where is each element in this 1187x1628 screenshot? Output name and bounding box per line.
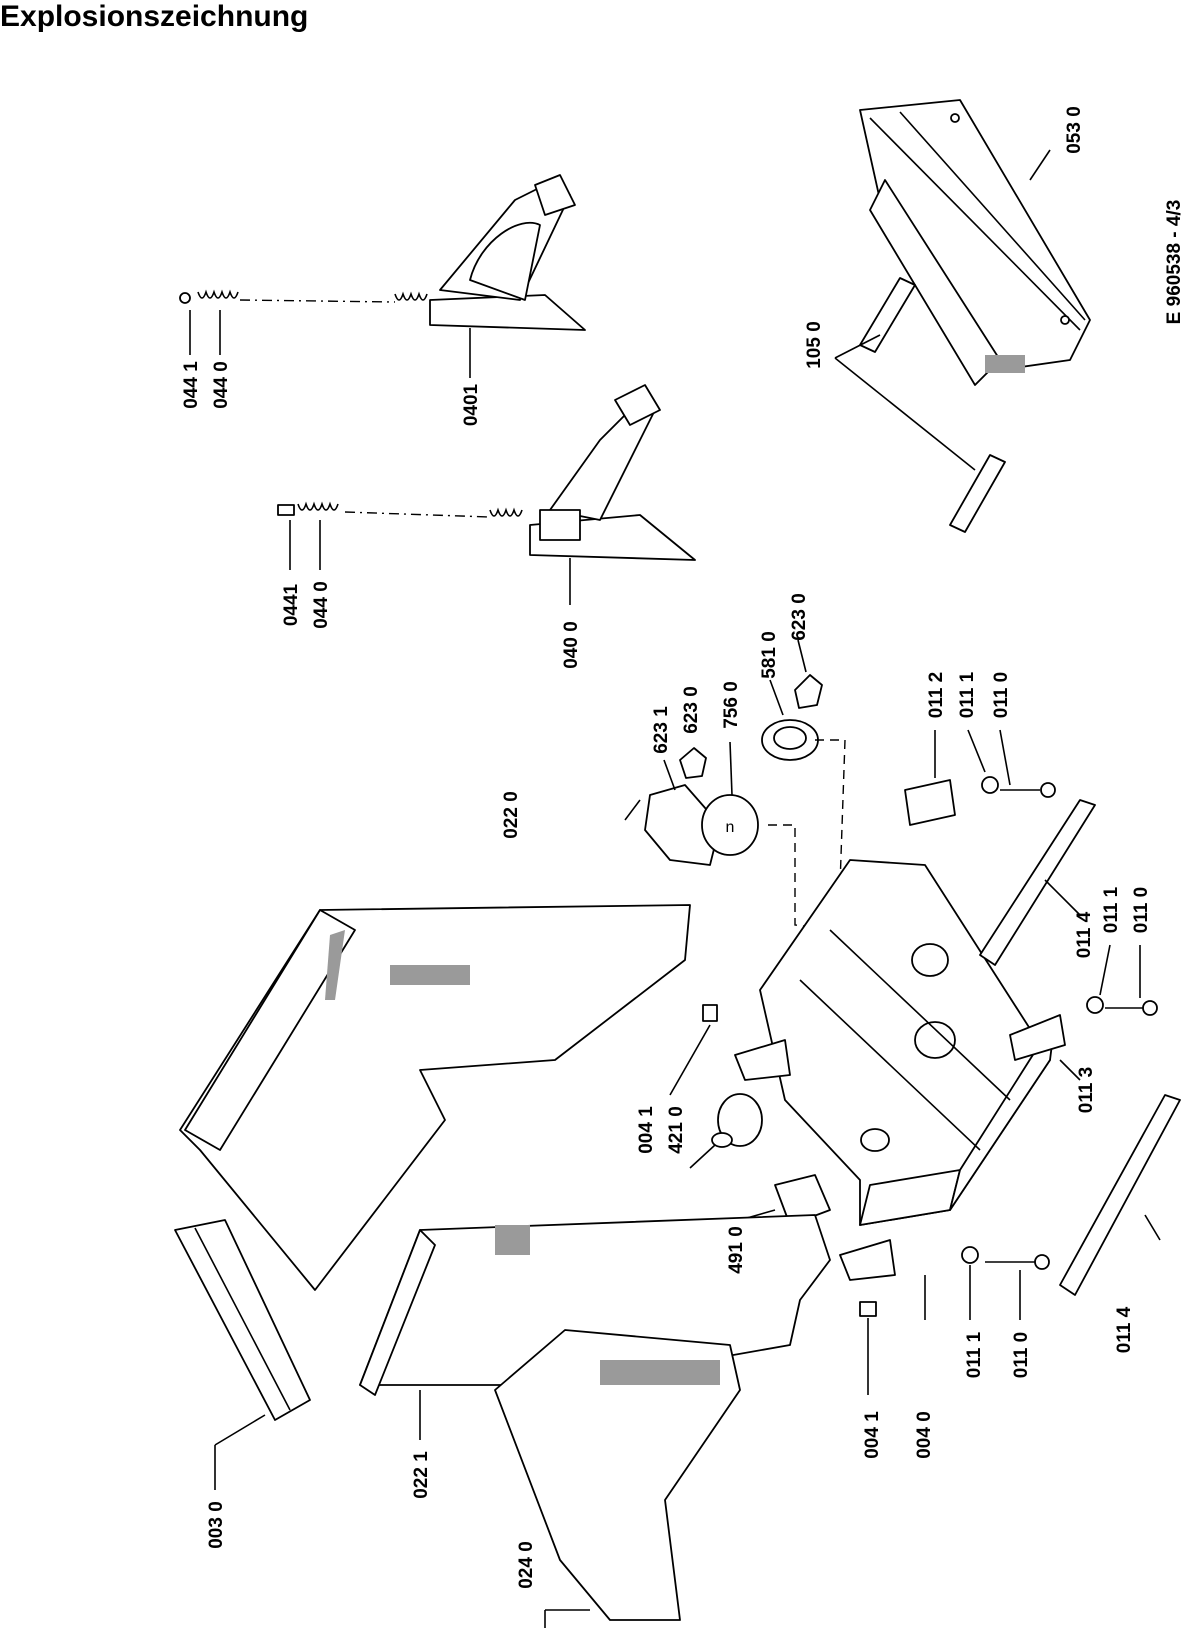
part-623-0-right (794, 674, 823, 709)
label-040-0: 040 0 (561, 621, 582, 669)
label-011-4-bottom: 011 4 (1114, 1306, 1135, 1353)
panel-024-0 (494, 1329, 741, 1621)
label-022-1: 022 1 (411, 1451, 432, 1499)
part-756-0: n (701, 794, 759, 856)
label-044-1-mid: 0441 (281, 583, 302, 626)
hinge-040-1 (429, 174, 586, 331)
spring-044-0-middle (277, 501, 339, 516)
part-623-0-left (679, 747, 707, 779)
label-004-1-lower: 004 1 (862, 1411, 883, 1459)
label-022-0: 022 0 (501, 791, 522, 839)
label-011-1-mid: 011 1 (1101, 886, 1122, 933)
hinge-040-0 (529, 384, 696, 561)
label-004-0: 004 0 (914, 1411, 935, 1459)
rail-003-0 (174, 1219, 311, 1421)
part-623-1 (624, 784, 721, 866)
label-011-1-bottom: 011 1 (964, 1331, 985, 1378)
label-623-1: 623 1 (651, 706, 672, 754)
wall-022-0 (179, 904, 691, 1291)
label-623-0-right: 623 0 (789, 593, 810, 641)
label-623-0-left: 623 0 (681, 686, 702, 734)
wall-022-1 (359, 1214, 831, 1396)
label-011-0-mid: 011 0 (1131, 887, 1152, 934)
part-004-1-upper (702, 1004, 718, 1022)
label-421-0: 421 0 (666, 1106, 687, 1154)
label-004-1-upper: 004 1 (636, 1106, 657, 1154)
part-491-0 (774, 1174, 831, 1226)
part-004-1-lower (859, 1301, 877, 1317)
label-003-0: 003 0 (206, 1501, 227, 1549)
label-105-0: 105 0 (804, 321, 825, 369)
nut-011-1-mid (1086, 996, 1104, 1014)
label-011-4-top: 011 4 (1074, 911, 1095, 958)
part-421-0 (711, 1093, 763, 1148)
label-024-0: 024 0 (516, 1541, 537, 1589)
label-053-0: 053 0 (1064, 106, 1085, 154)
nut-011-1-bottom (961, 1246, 979, 1264)
clip-105-0-upper (859, 277, 916, 353)
runner-011-4-bottom (1059, 1094, 1181, 1296)
label-044-0-mid: 044 0 (311, 581, 332, 629)
nut-011-1-top (981, 776, 999, 794)
label-011-0-bottom: 011 0 (1011, 1332, 1032, 1379)
bracket-011-3 (1009, 1014, 1066, 1061)
label-044-0-top: 044 0 (211, 361, 232, 409)
label-044-1-top: 044 1 (181, 361, 202, 409)
label-040-1: 0401 (461, 383, 482, 426)
label-011-2: 011 2 (926, 672, 947, 719)
label-756-0: 756 0 (721, 681, 742, 729)
document-code: E 960538 - 4/3 (1164, 200, 1185, 325)
label-491-0: 491 0 (726, 1226, 747, 1274)
spring-044-0-upper (179, 289, 239, 304)
label-011-3: 011 3 (1076, 1067, 1097, 1114)
clip-105-0-lower (949, 454, 1006, 533)
page-title: Explosionszeichnung (0, 0, 309, 33)
rail-053-0 (859, 99, 1091, 386)
part-581-0 (761, 719, 819, 761)
base-tub-004-0 (734, 859, 1056, 1281)
label-011-1-top: 011 1 (957, 671, 978, 718)
screw-011-0-mid (1105, 1000, 1158, 1016)
screw-011-0-bottom (985, 1254, 1050, 1270)
runner-011-4-top (979, 799, 1096, 966)
bracket-011-2 (904, 779, 956, 826)
svg-text:n: n (726, 819, 735, 836)
label-011-0-top: 011 0 (991, 672, 1012, 719)
label-581-0: 581 0 (759, 631, 780, 679)
screw-011-0-top (1000, 782, 1056, 798)
